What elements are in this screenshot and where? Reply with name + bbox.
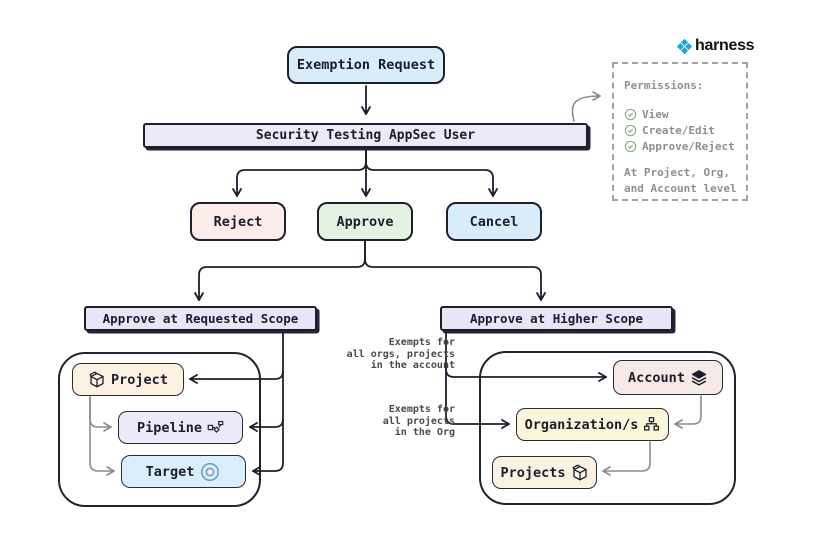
permission-item-view: View [624,106,738,122]
check-circle-icon [624,108,637,121]
node-approve-requested-scope: Approve at Requested Scope [84,306,317,331]
node-account: Account [613,360,723,395]
package-icon [88,371,106,389]
arrow-approve-to-requested-scope [194,240,366,301]
harness-logo: harness [676,37,755,55]
arrow-security-to-permissions [571,91,601,122]
annotation-account-scope: Exempts for all orgs, projects in the ac… [346,337,455,371]
check-circle-icon [624,140,637,153]
arrow-security-to-reject [232,147,367,197]
annotation-org-scope: Exempts for all projects in the Org [382,404,455,438]
node-reject: Reject [190,202,286,241]
permissions-scope-note: At Project, Org, and Account level [624,166,737,195]
node-approve-higher-scope: Approve at Higher Scope [440,306,673,331]
node-project: Project [72,363,184,396]
arrow-security-to-cancel [365,147,498,197]
permission-item-create-edit: Create/Edit [624,122,738,138]
node-target: Target [121,455,246,488]
harness-logo-icon [676,38,693,55]
layers-icon [690,369,708,387]
permission-item-approve-reject: Approve/Reject [624,138,738,154]
node-organizations: Organization/s [516,408,669,441]
check-circle-icon [624,124,637,137]
package-icon [571,464,589,482]
node-pipeline: Pipeline [118,411,243,444]
org-chart-icon [643,416,660,433]
node-projects: Projects [492,456,597,489]
harness-wordmark: harness [695,37,755,54]
node-approve: Approve [317,202,413,241]
permissions-title: Permissions: [624,79,704,92]
node-security-appsec-user: Security Testing AppSec User [143,123,588,148]
node-cancel: Cancel [446,202,542,241]
target-circle-icon [199,461,221,483]
permissions-legend: Permissions: View Create/Edit [612,62,748,201]
arrow-approve-to-higher-scope [364,240,546,301]
workflow-icon [207,419,224,436]
node-exemption-request: Exemption Request [287,46,445,84]
